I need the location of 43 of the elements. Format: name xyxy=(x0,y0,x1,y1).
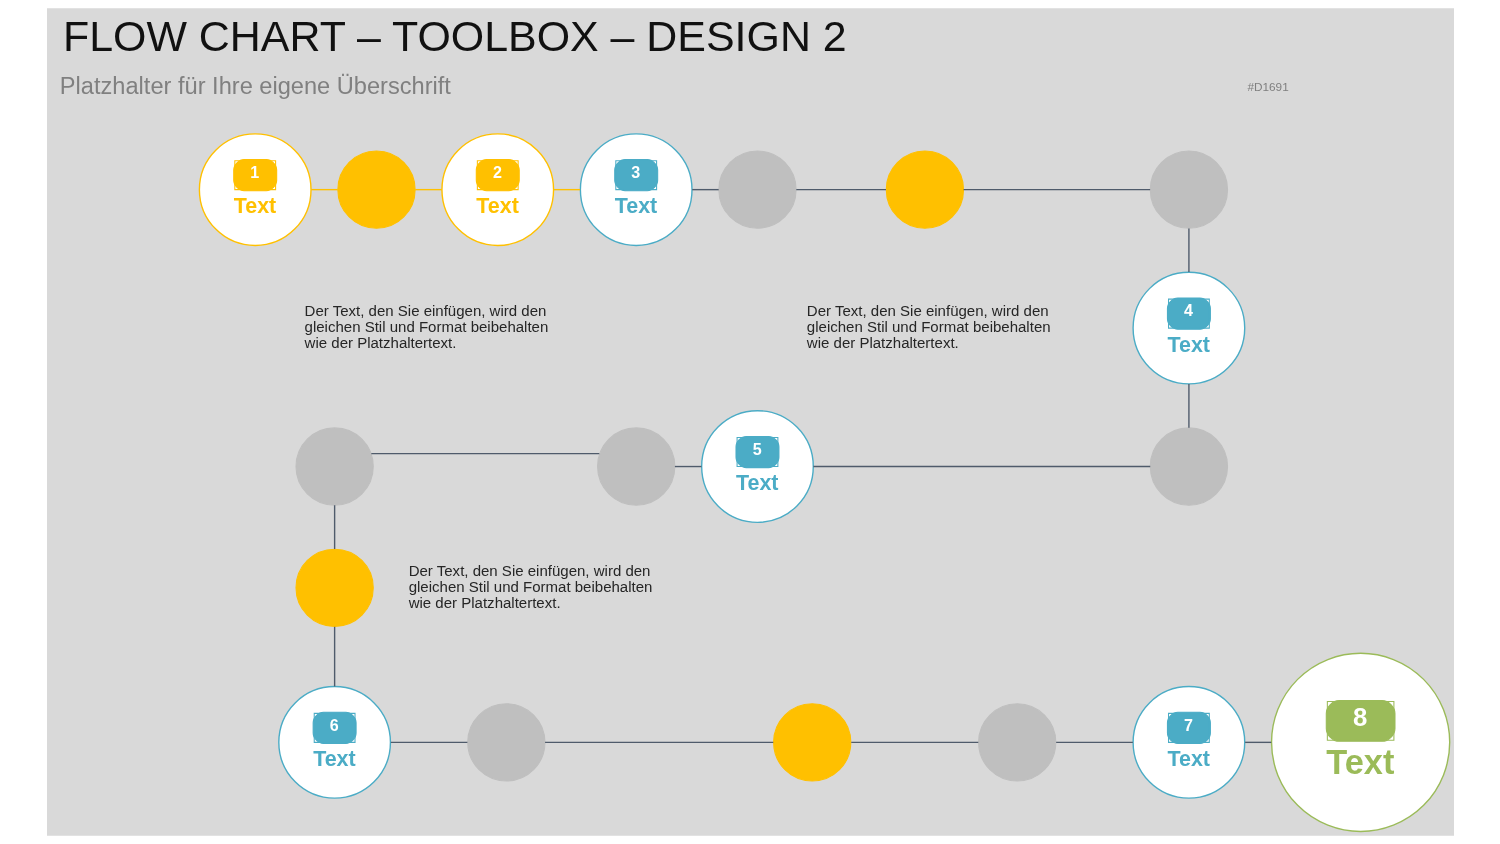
node-circle xyxy=(1149,427,1228,506)
node-circle xyxy=(336,150,416,229)
connector xyxy=(1054,741,1134,744)
connector xyxy=(414,188,442,191)
connector xyxy=(1187,227,1190,273)
connector xyxy=(850,741,979,744)
connector xyxy=(370,452,600,455)
diagram-title: FLOW CHART – TOOLBOX – DESIGN 2 xyxy=(62,12,847,61)
connector xyxy=(673,465,702,468)
node-circle: 1 Text xyxy=(198,133,312,247)
connector xyxy=(333,626,335,688)
node-circle xyxy=(885,150,964,229)
node-circle: 7 Text xyxy=(1131,685,1245,799)
node-circle: 3 Text xyxy=(579,133,693,247)
node-circle xyxy=(466,703,545,782)
node-circle xyxy=(717,150,797,229)
label: Der Text, den Sie einfügen, wird den gleichen Stil und Format beibehalten wie der Platzhaltertext. xyxy=(806,301,1051,352)
connector xyxy=(389,741,468,744)
node-circle xyxy=(772,703,851,782)
node-circle xyxy=(294,548,374,627)
node-circle: 6 Text xyxy=(277,685,391,799)
node-circle: 5 Text xyxy=(700,410,814,524)
connector xyxy=(812,465,1151,468)
label: Der Text, den Sie einfügen, wird den gleichen Stil und Format beibehalten wie der Platzhaltertext. xyxy=(304,301,548,352)
connector xyxy=(333,504,335,550)
node-circle xyxy=(596,427,675,506)
connector xyxy=(552,188,581,191)
node-circle xyxy=(1149,150,1228,229)
connector xyxy=(962,188,1151,191)
connector xyxy=(1187,383,1190,429)
node-circle xyxy=(294,427,374,506)
connector xyxy=(543,741,774,744)
connector xyxy=(310,188,338,191)
connector xyxy=(795,188,887,191)
node-circle: 4 Text xyxy=(1131,271,1245,385)
node-circle xyxy=(977,703,1056,782)
node-circle: 2 Text xyxy=(440,133,554,247)
label: Der Text, den Sie einfügen, wird den gleichen Stil und Format beibehalten wie der Platzhaltertext. xyxy=(408,561,652,611)
label: Platzhalter für Ihre eigene Überschrift xyxy=(59,72,451,99)
node-circle: 8 Text xyxy=(1270,652,1450,833)
connector xyxy=(691,188,719,191)
label: #D1691 xyxy=(1246,79,1289,94)
connector xyxy=(1243,741,1272,744)
